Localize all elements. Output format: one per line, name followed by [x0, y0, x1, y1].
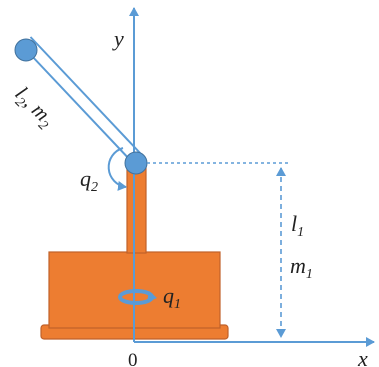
angle2-arc [107, 147, 127, 191]
link1-column [126, 162, 147, 254]
angle2-label: q2 [80, 166, 98, 195]
mass1-label: m1 [290, 253, 313, 282]
length1-sub: 1 [297, 225, 304, 240]
y-axis-label: y [112, 26, 124, 51]
rotation1-icon [118, 289, 157, 305]
x-axis-label: x [357, 346, 368, 367]
link2-label: l2, m2 [8, 82, 60, 134]
mass1-sub: 1 [306, 267, 313, 282]
mass1-m: m [290, 253, 306, 278]
elbow-joint [124, 151, 148, 175]
angle1-sub: 1 [174, 297, 181, 312]
angle1-label: q1 [163, 283, 181, 312]
length1-label: l1 [291, 211, 304, 240]
end-effector-joint [14, 38, 38, 62]
angle2-sub: 2 [91, 180, 98, 195]
origin-label: 0 [128, 350, 138, 367]
angle1-q: q [163, 283, 174, 308]
link2-arm [20, 36, 142, 163]
angle2-q: q [80, 166, 91, 191]
length1-l: l [291, 211, 297, 236]
